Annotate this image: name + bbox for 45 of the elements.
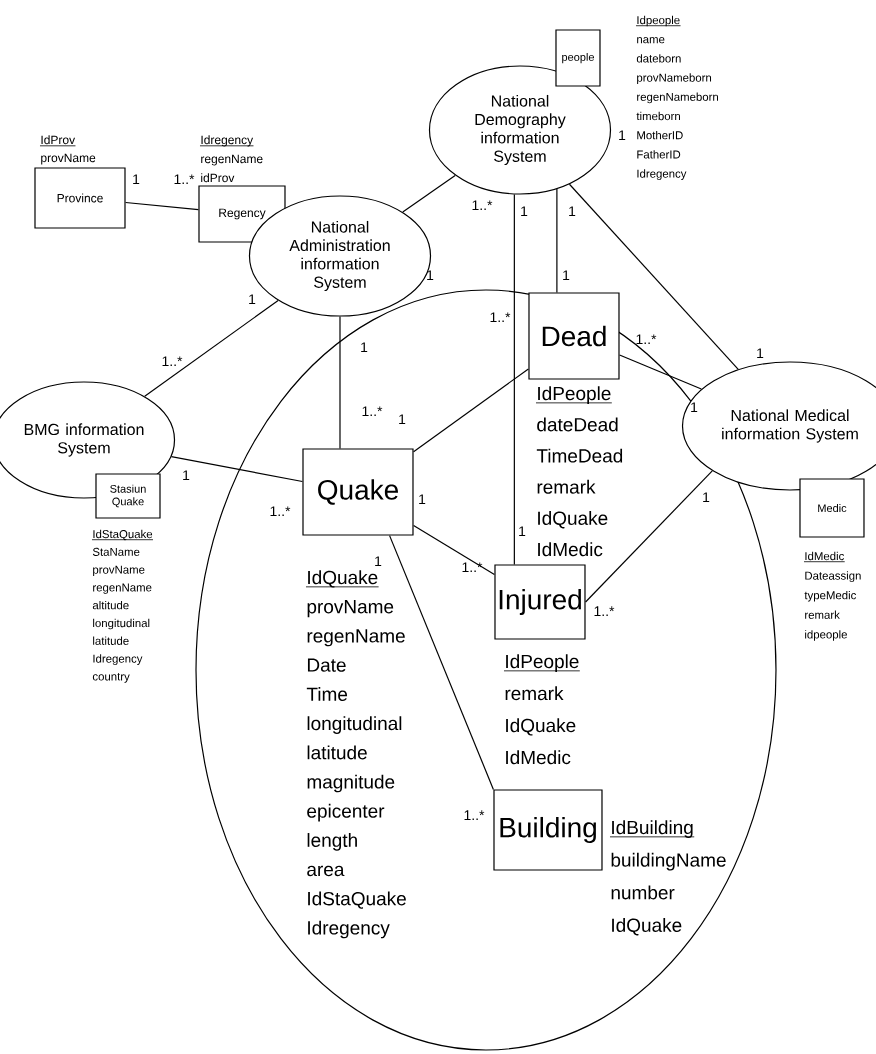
association-line xyxy=(170,456,303,483)
entity-box: Building xyxy=(493,789,603,871)
association-line xyxy=(619,354,702,390)
attribute-text: area xyxy=(307,865,345,877)
association-line xyxy=(568,183,739,370)
association-line xyxy=(125,201,199,211)
association-line xyxy=(513,193,515,565)
attribute-text: epicenter xyxy=(307,803,385,822)
node-label: National Medical information System xyxy=(722,409,858,443)
entity-box: Quake xyxy=(302,448,414,536)
association-line xyxy=(413,525,495,576)
association-line xyxy=(413,368,529,453)
attribute-text: TimeDead xyxy=(536,448,623,463)
attribute-text: IdMedic xyxy=(506,750,571,765)
association-line xyxy=(144,299,279,397)
attribute-text: IdQuake xyxy=(506,718,576,736)
attribute-text: Date xyxy=(307,658,346,672)
attribute-text: buildingName xyxy=(611,852,726,871)
attribute-text: magnitude xyxy=(307,774,395,793)
association-line xyxy=(389,535,494,790)
attribute-text: regenName xyxy=(307,629,405,647)
key-attribute: IdBuilding xyxy=(609,820,695,838)
attribute-text: latitude xyxy=(307,745,367,760)
association-line xyxy=(339,316,341,449)
association-line xyxy=(402,174,456,213)
entity-box: Dead xyxy=(528,292,620,380)
attribute-text: number xyxy=(611,885,675,900)
association-line xyxy=(585,470,713,603)
key-attribute: IdQuake xyxy=(305,570,379,588)
attribute-text: remark xyxy=(537,479,596,494)
key-attribute: IdPeople xyxy=(503,654,581,672)
attribute-text: IdQuake xyxy=(538,511,608,529)
attribute-text: dateDead xyxy=(537,417,618,432)
key-attribute: IdPeople xyxy=(535,386,613,404)
attribute-text: IdQuake xyxy=(612,918,682,936)
association-line xyxy=(556,188,558,293)
attribute-text: remark xyxy=(505,686,564,701)
attribute-text: provName xyxy=(307,600,394,618)
attribute-text: longitudinal xyxy=(307,716,402,734)
attribute-text: Time xyxy=(306,687,348,701)
attribute-text: IdStaQuake xyxy=(308,891,406,909)
attribute-text: length xyxy=(307,833,357,851)
entity-box: Injured xyxy=(494,564,586,640)
attribute-text: IdMedic xyxy=(538,542,603,557)
attribute-text: Idregency xyxy=(308,920,390,939)
